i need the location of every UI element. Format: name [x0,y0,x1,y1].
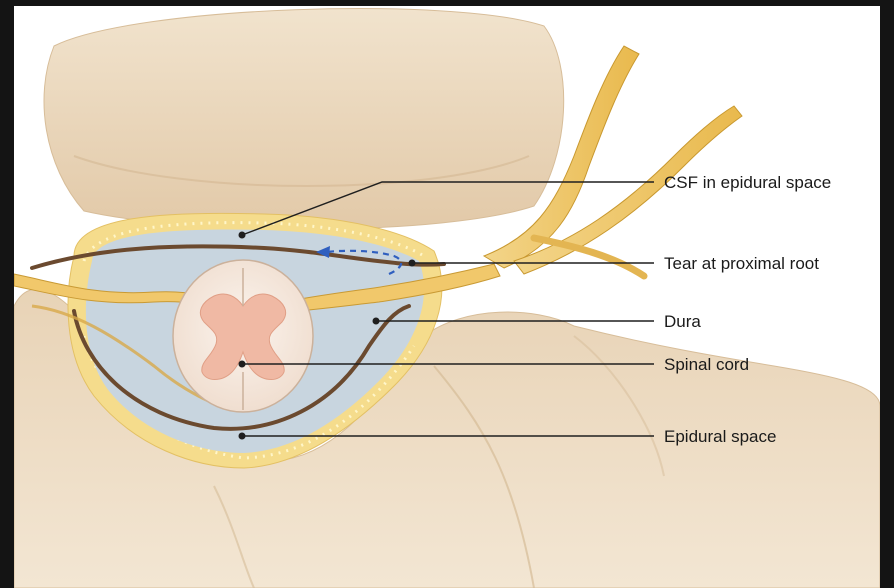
label-epidural-space: Epidural space [664,427,776,446]
illustration-frame: CSF in epidural space Tear at proximal r… [14,6,880,588]
upper-vertebral-body [44,9,564,230]
label-csf-in-epidural-space: CSF in epidural space [664,173,831,192]
label-dura: Dura [664,312,701,331]
label-spinal-cord: Spinal cord [664,355,749,374]
spinal-anatomy-illustration: CSF in epidural space Tear at proximal r… [14,6,880,588]
label-tear-at-proximal-root: Tear at proximal root [664,254,819,273]
